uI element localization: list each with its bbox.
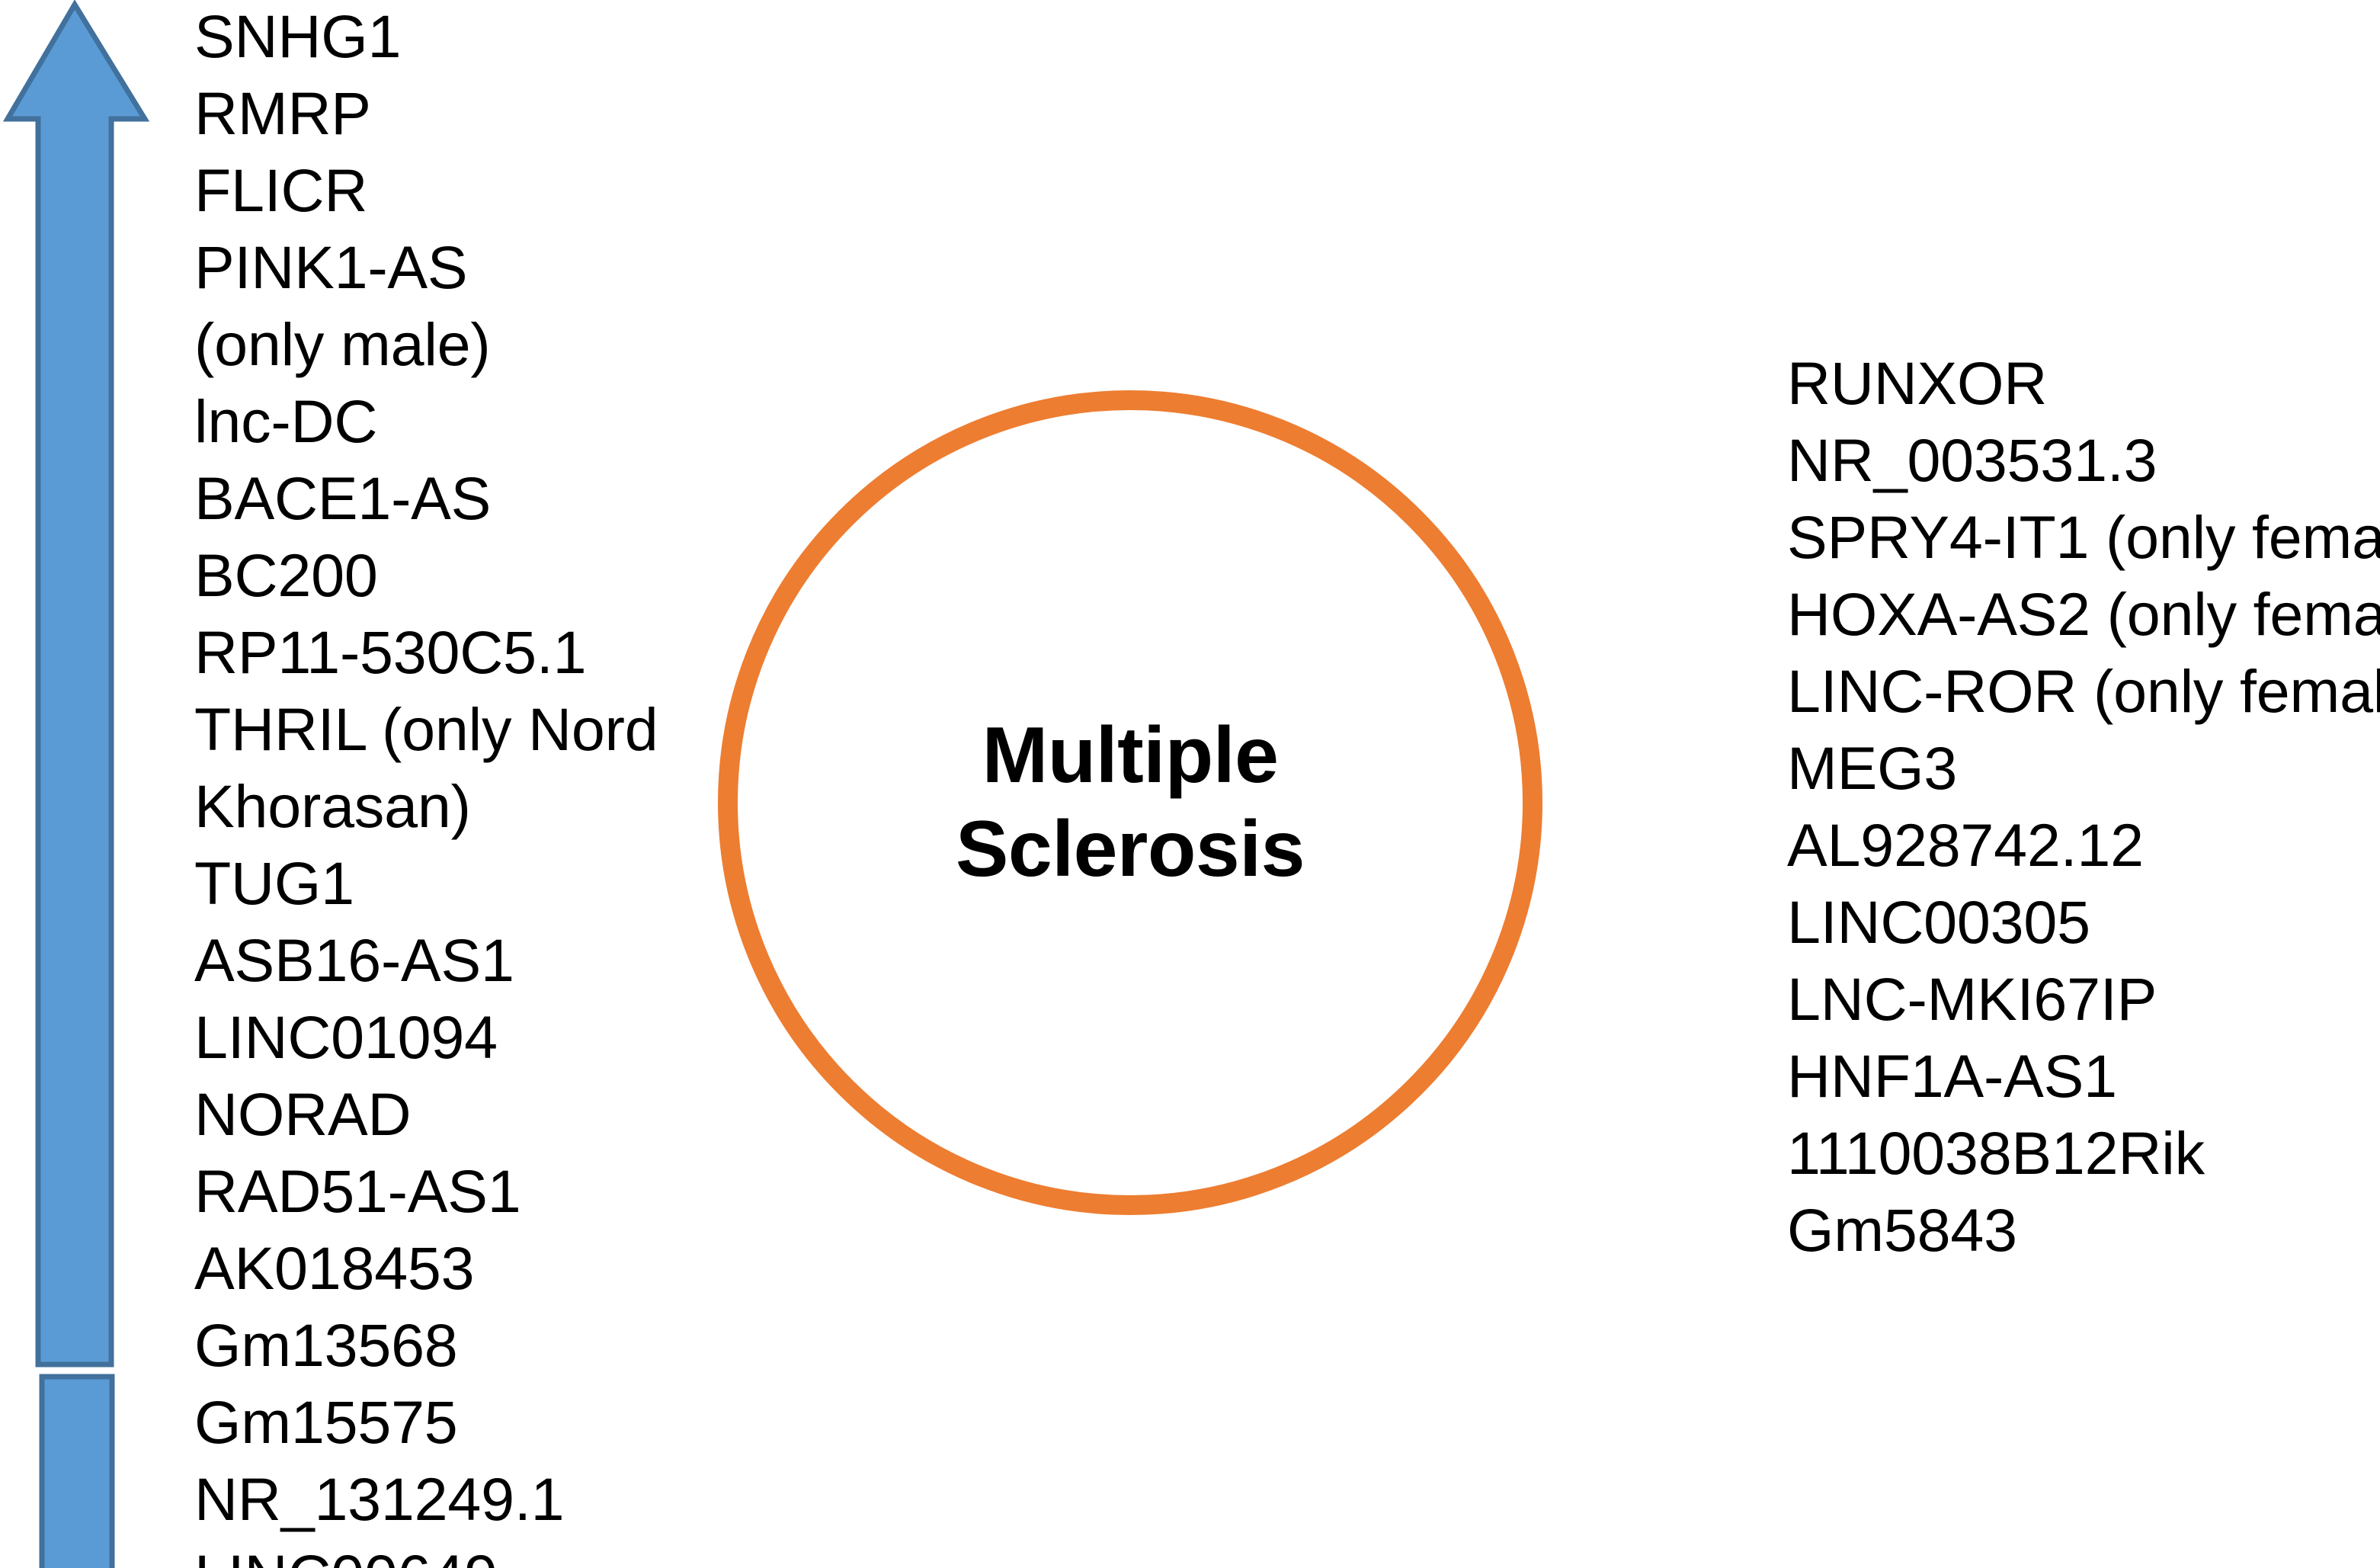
gene-item: Gm5843 xyxy=(1787,1196,2017,1264)
gene-item: NORAD xyxy=(194,1080,412,1148)
gene-item: RUNXOR xyxy=(1787,349,2048,417)
gene-item: (only male) xyxy=(194,310,491,378)
gene-item: 1110038B12Rik xyxy=(1787,1119,2205,1187)
gene-item: Khorasan) xyxy=(194,772,471,840)
gene-item: THRIL (only Nord xyxy=(194,695,658,763)
gene-item: NR_131249.1 xyxy=(194,1465,565,1533)
gene-item: HOXA-AS2 (only female) xyxy=(1787,580,2380,648)
gene-item: Gm13568 xyxy=(194,1311,458,1379)
gene-item: LINC00305 xyxy=(1787,888,2090,956)
gene-item: Gm15575 xyxy=(194,1388,458,1456)
gene-item: BACE1-AS xyxy=(194,464,492,532)
gene-item: AK018453 xyxy=(194,1234,475,1302)
gene-item: LNC-MKI67IP xyxy=(1787,965,2157,1033)
gene-item: PINK1-AS xyxy=(194,233,468,301)
gene-item: SNHG1 xyxy=(194,2,402,70)
gene-item: TUG1 xyxy=(194,849,354,917)
arrow-down-icon xyxy=(39,1374,115,1568)
gene-item: RP11-530C5.1 xyxy=(194,618,587,686)
center-label: Multiple Sclerosis xyxy=(718,390,1542,1215)
gene-item: LINC01094 xyxy=(194,1003,498,1071)
arrow-up-icon xyxy=(2,0,150,1368)
center-title-line-1: Multiple xyxy=(982,711,1279,800)
gene-item: RAD51-AS1 xyxy=(194,1157,521,1225)
downregulated-arrow xyxy=(0,1372,152,1568)
gene-item: RMRP xyxy=(194,79,371,147)
gene-item: ASB16-AS1 xyxy=(194,926,514,994)
gene-item: NR_003531.3 xyxy=(1787,426,2157,494)
upregulated-arrow xyxy=(0,0,152,1372)
gene-item: AL928742.12 xyxy=(1787,811,2144,879)
gene-item: BC200 xyxy=(194,541,378,609)
gene-item: HNF1A-AS1 xyxy=(1787,1042,2117,1110)
upregulated-gene-list: SNHG1 RMRP FLICR PINK1-AS (only male) ln… xyxy=(194,0,682,1568)
gene-item: lnc-DC xyxy=(194,387,378,455)
gene-item: LINC-ROR (only female) xyxy=(1787,657,2380,725)
downregulated-gene-list: RUNXOR NR_003531.3 SPRY4-IT1 (only femal… xyxy=(1787,345,2380,1268)
center-title-line-2: Sclerosis xyxy=(955,805,1305,893)
gene-item: LINC00649 xyxy=(194,1538,682,1568)
gene-item: SPRY4-IT1 (only female) xyxy=(1787,503,2380,571)
gene-item: MEG3 xyxy=(1787,734,1958,802)
gene-item: FLICR xyxy=(194,156,368,224)
